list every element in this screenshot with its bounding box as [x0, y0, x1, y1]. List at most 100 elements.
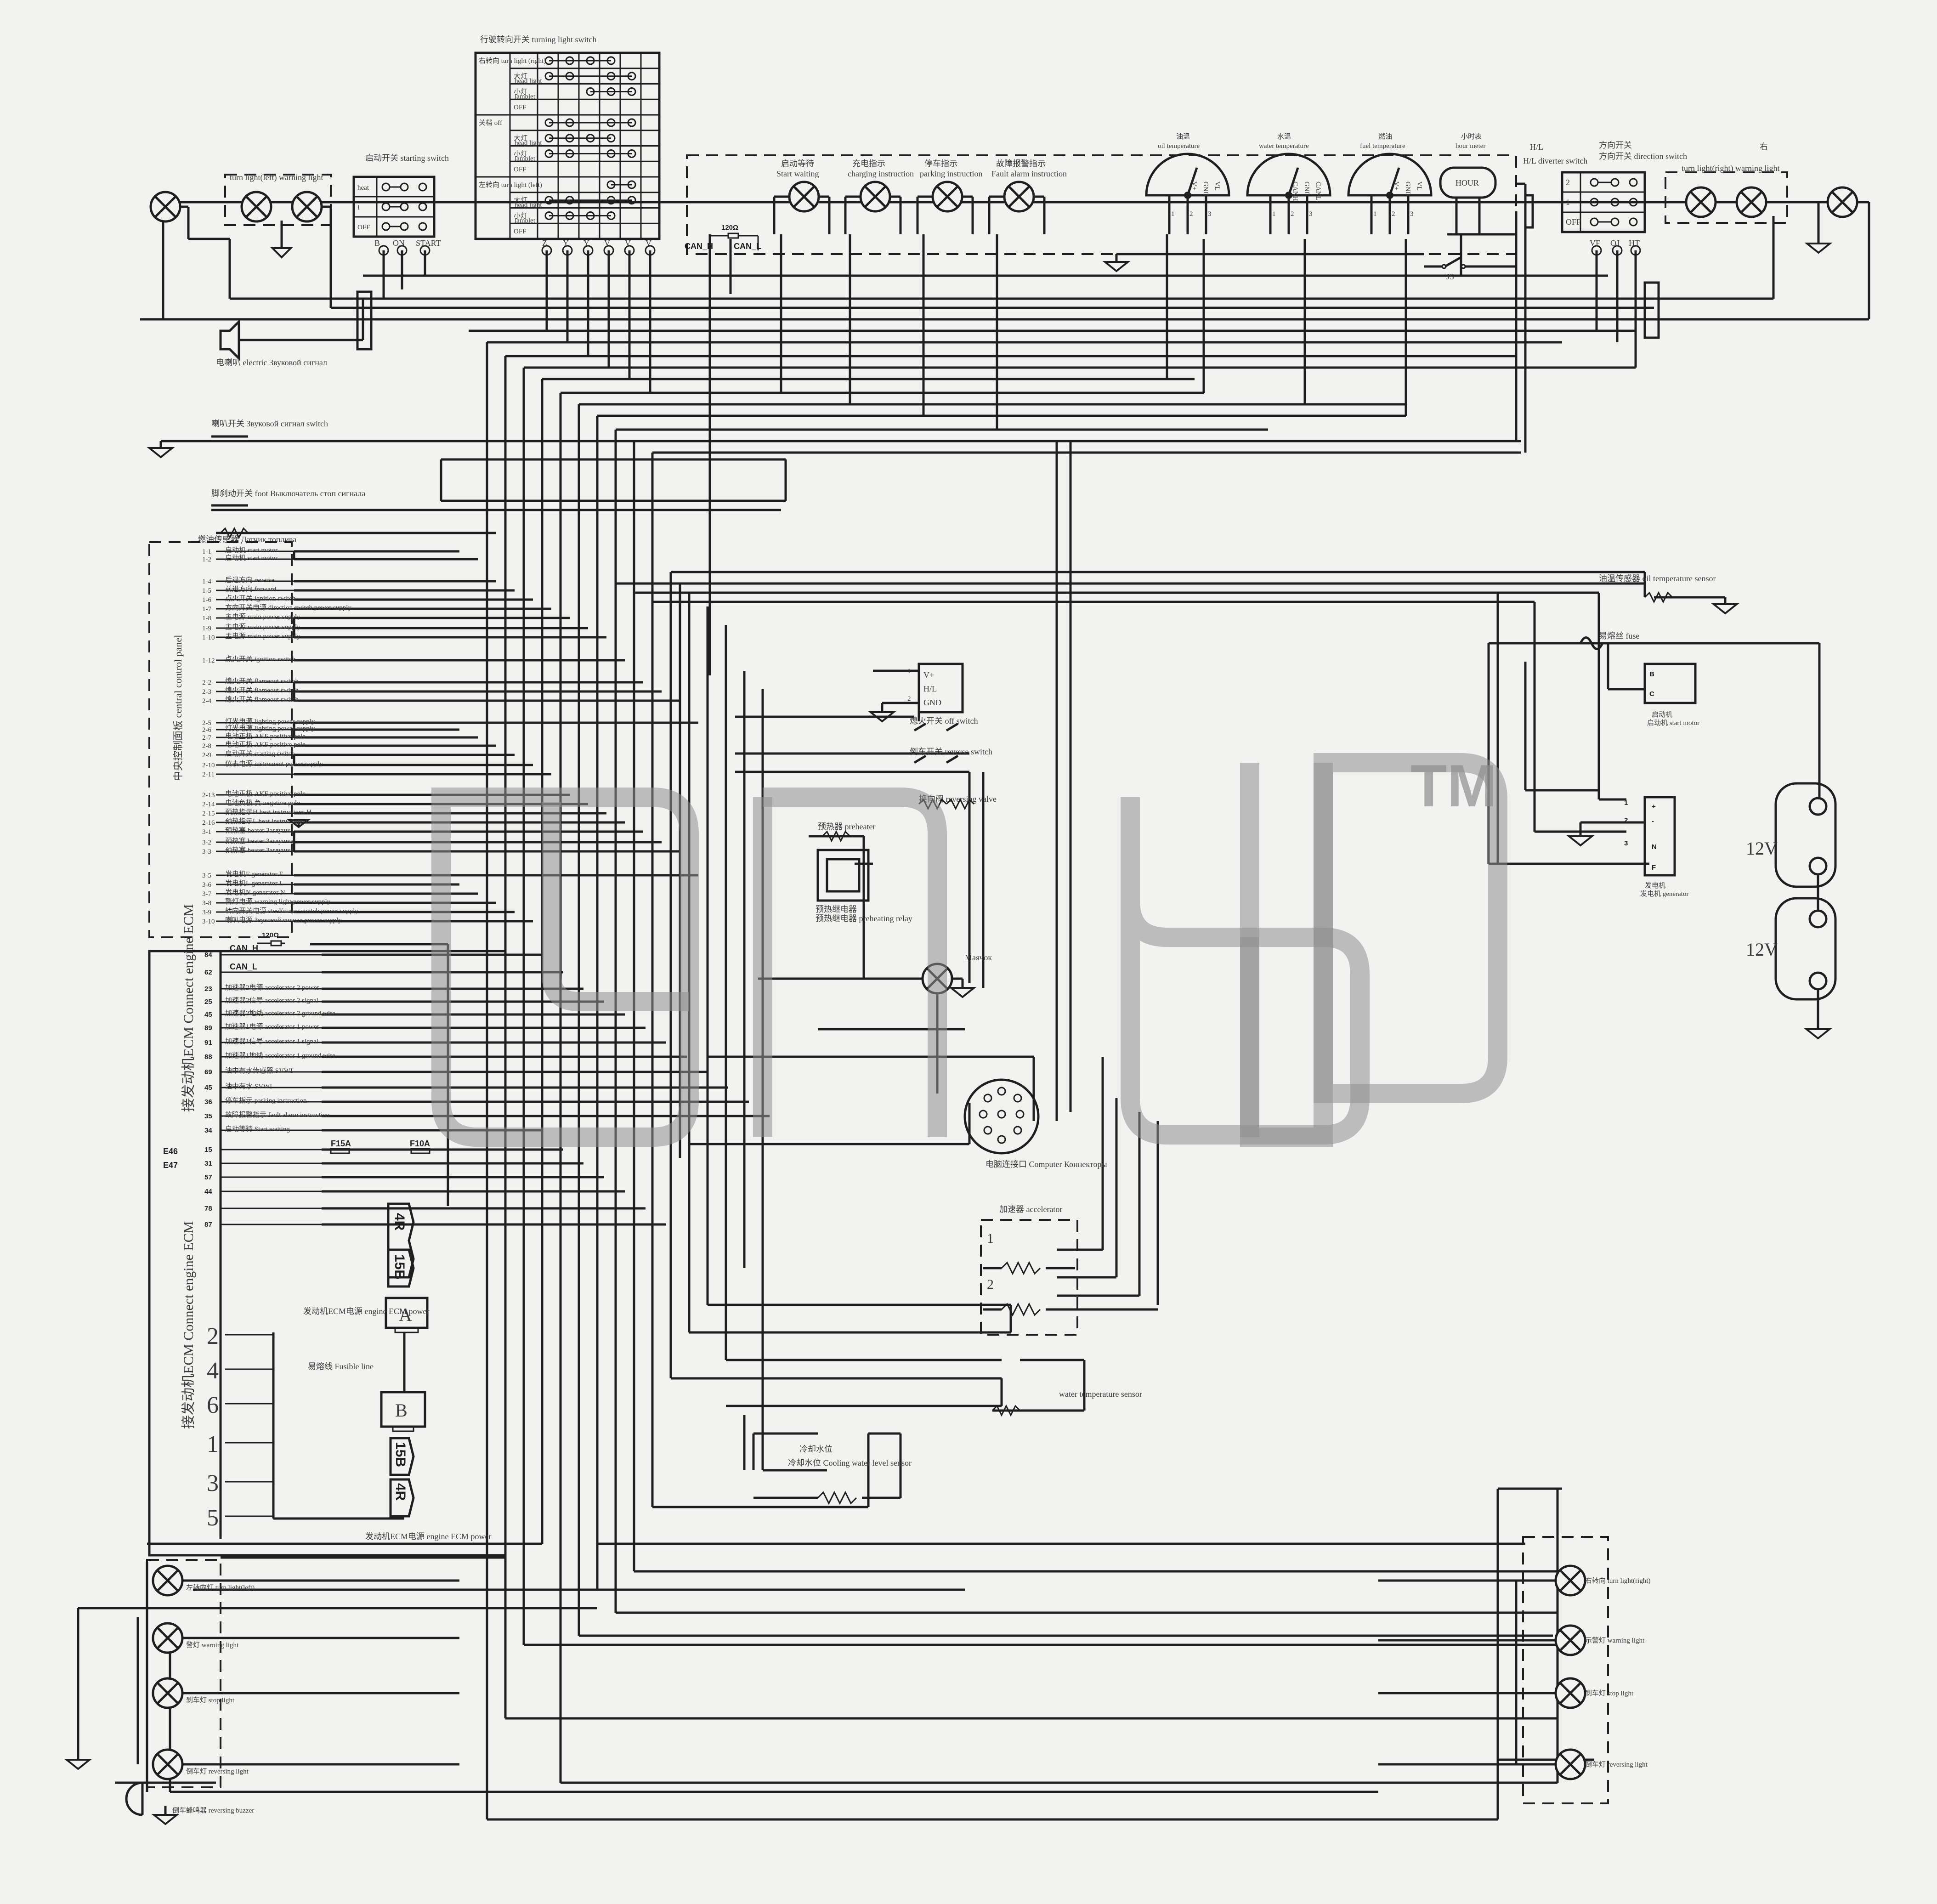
- ecm-can-resistor: 120Ω: [262, 931, 279, 939]
- panel-pin-label-5: 方向开关电源 direction switch power supply: [225, 604, 351, 612]
- panel-pin-13: 2-5: [202, 720, 211, 727]
- fuse-f15a: F15A: [331, 1139, 351, 1148]
- connector-15b-top: 15B: [392, 1254, 407, 1280]
- panel-pin-7: 1-9: [202, 625, 211, 632]
- panel-pin-label-0: 启动机 start motor: [225, 546, 278, 554]
- gauge-terminal-0-0: 1: [1171, 210, 1175, 218]
- indicator-label-en-2: parking instruction: [920, 169, 982, 178]
- starting-switch-terminal-2: START: [416, 238, 441, 248]
- ecm1-pin-label-12: 启动等待 Start waiting: [225, 1125, 290, 1133]
- ecm1-pin-label-6: 加速器1信号 accelerator 1 signal: [225, 1037, 318, 1045]
- rear-right-label-3: 倒车灯 reversing light: [1585, 1761, 1648, 1768]
- off-switch-label: 熄火开关 off switch: [910, 716, 978, 725]
- panel-pin-22: 2-15: [202, 810, 215, 817]
- gauge-terminal-0-1: 2: [1189, 210, 1193, 218]
- turning-switch-row-8: 左转向 turn light (left): [479, 181, 542, 189]
- ecm-side-e47: E47: [163, 1161, 178, 1170]
- js-label: JS: [1446, 272, 1454, 281]
- ecm1-pin-4: 45: [204, 1011, 212, 1019]
- ecm1-pin-8: 69: [204, 1068, 212, 1076]
- gauge-pin-0-1: GND: [1202, 181, 1209, 197]
- connector-a: A: [399, 1304, 412, 1325]
- starting-switch-row-2: OFF: [357, 224, 370, 231]
- ecm2-title: 接发动机ECM Connect engine ECM: [181, 1221, 196, 1429]
- switch-contact: [1590, 178, 1599, 187]
- turning-switch-terminal: [583, 245, 594, 256]
- turning-switch-terminal-4: V: [625, 238, 631, 248]
- cooling-sensor-cn: 冷却水位: [799, 1445, 833, 1454]
- ecm1-pin-2: 23: [204, 985, 212, 993]
- js-switch: JS: [1102, 253, 1516, 281]
- turning-switch-row-10: 小灯: [514, 212, 527, 220]
- turning-switch-terminal: [624, 245, 635, 256]
- front-right-warning-lamp: [1735, 186, 1767, 218]
- gauge-pin-0-0: V+: [1190, 181, 1198, 190]
- switch-contact: [400, 222, 409, 231]
- direction-switch-terminal: [1612, 245, 1623, 256]
- diagnostic-pin: [1013, 1126, 1022, 1135]
- ecm-can-h: CAN_H: [230, 944, 258, 953]
- diagnostic-connector: 电脑连接口 Computer Коннекторы: [963, 1078, 1107, 1169]
- diagnostic-pin: [1015, 1110, 1025, 1119]
- panel-pin-12: 2-4: [202, 697, 211, 705]
- gauge-terminal-1-0: 1: [1272, 210, 1276, 218]
- diagnostic-pin: [997, 1135, 1006, 1144]
- panel-pin-31: 3-9: [202, 909, 211, 916]
- fuse-start-motor: 易熔丝 fuse B C 启动机 启动机 start motor: [1579, 631, 1819, 727]
- wires-bundle: [486, 342, 764, 1783]
- panel-pin-1: 1-2: [202, 556, 211, 563]
- panel-pin-label-4: 点火开关 ignition switch: [225, 595, 296, 602]
- turning-switch-row-9: 大灯: [514, 197, 527, 204]
- ecm1-pin-label-11: 故障报警指示 fault alarm instruction: [225, 1111, 330, 1119]
- ecm2-pin-5: 5: [207, 1505, 219, 1531]
- hl-diverter-switch: H/L H/L diverter switch: [1516, 142, 1587, 229]
- panel-pin-label-10: 熄火开关 flameout switch: [225, 677, 299, 685]
- direction-switch-terminal: [1630, 245, 1641, 256]
- starting-switch-title: 启动开关 starting switch: [365, 153, 449, 163]
- diagnostic-pin: [983, 1126, 992, 1135]
- ground-symbol: [948, 987, 977, 998]
- direction-switch-row-1: 1: [1566, 198, 1570, 207]
- battery-2-label: 12V: [1746, 939, 1778, 960]
- panel-pin-18: 2-10: [202, 762, 215, 769]
- hour-meter-face: HOUR: [1456, 178, 1479, 187]
- front-left-warning-lamp: [291, 191, 323, 223]
- connector-4r-bottom: 4R: [393, 1483, 408, 1501]
- ecm1-pin-label-7: 加速器1地线 accelerator 1 ground wire: [225, 1052, 335, 1060]
- control-panel-label: 中央控制面板 central control panel: [172, 635, 184, 781]
- ground-symbol: [868, 711, 896, 723]
- relay-pin-hl: H/L: [923, 684, 937, 693]
- panel-pin-label-13: 灯光电源 lighting power supply: [225, 718, 315, 725]
- relay-num-1: 1: [907, 668, 911, 675]
- rear-left-lamp-1: [152, 1622, 184, 1654]
- turning-switch-row-5: 大灯: [514, 135, 527, 142]
- direction-switch-row-0: 2: [1566, 178, 1570, 187]
- rear-left-label-3: 倒车灯 reversing light: [186, 1768, 249, 1775]
- turning-switch-row-6: 小灯: [514, 150, 527, 158]
- ground-symbol: [1804, 1028, 1832, 1040]
- preheater-label: 预热器 preheater: [818, 822, 875, 831]
- ecm1-pin-label-5: 加速器1电源 accelerator 1 power: [225, 1023, 319, 1031]
- panel-pin-label-31: 转向开关电源 steeКолько switch power supply: [225, 907, 358, 915]
- switch-contact: [1629, 178, 1638, 187]
- rear-right-lamp-1: [1554, 1624, 1586, 1656]
- ecm1-pin-label-10: 停车指示 parking instruction: [225, 1097, 307, 1105]
- turning-switch-terminal-1: Y: [563, 238, 569, 248]
- panel-pin-0: 1-1: [202, 548, 211, 555]
- turning-switch-row-4: 关档 off: [479, 119, 502, 127]
- horn-group: 电喇叭 electric Звуковой сигнал 喇叭开关 Звуков…: [147, 318, 781, 544]
- panel-pin-25: 3-2: [202, 839, 211, 846]
- gauge-pin-1-0: CANH: [1291, 181, 1299, 201]
- indicator-label-cn-3: 故障报警指示: [996, 159, 1046, 168]
- panel-pin-label-29: 发电机N generator N: [225, 889, 285, 896]
- panel-pin-23: 2-16: [202, 819, 215, 827]
- right-cn-label: 右: [1760, 142, 1768, 151]
- turning-switch-row-2: 小灯: [514, 88, 527, 96]
- indicator-label-cn-0: 启动等待: [781, 159, 814, 168]
- watermark: TM: [431, 752, 1507, 1147]
- gauge-pin-0-2: VL: [1213, 181, 1221, 191]
